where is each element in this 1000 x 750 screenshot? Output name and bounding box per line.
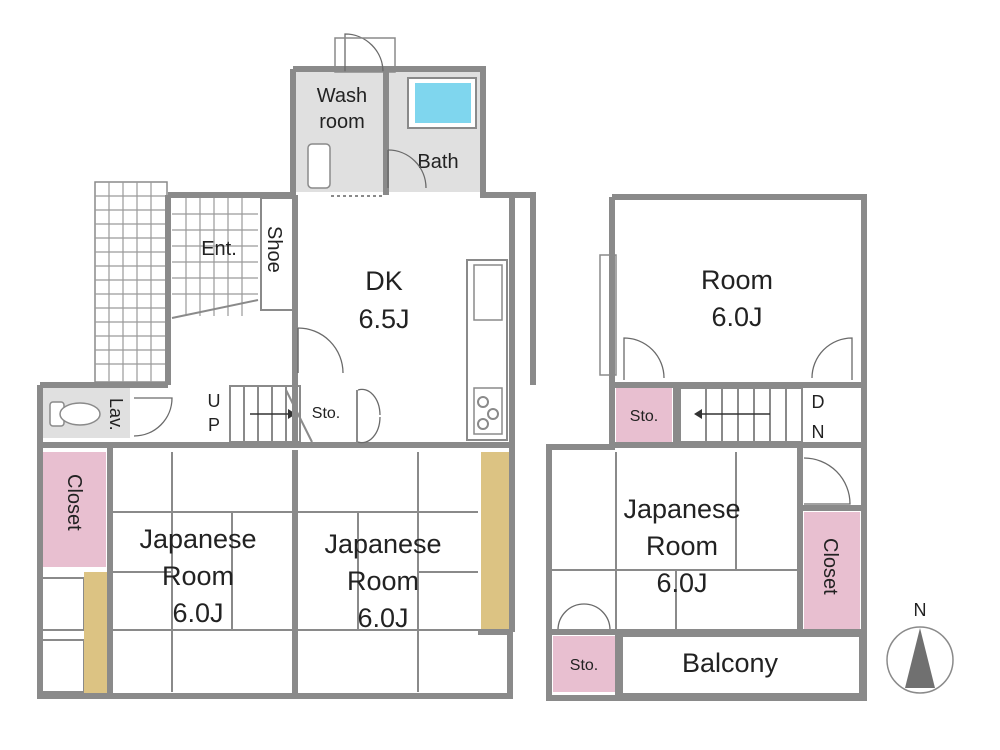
room-upper-label: Room bbox=[701, 265, 773, 295]
japanese-room-1-label-room: Room bbox=[162, 561, 234, 591]
north-compass: N bbox=[886, 600, 954, 694]
storage-stairs: Sto. bbox=[285, 389, 358, 443]
wash-room: Wash room bbox=[295, 72, 385, 192]
closet-left-label: Closet bbox=[63, 474, 85, 531]
storage-stairs-label: Sto. bbox=[312, 405, 340, 422]
storage-balcony: Sto. bbox=[553, 636, 615, 692]
wood-floor-strip bbox=[481, 452, 509, 632]
bath: Bath bbox=[388, 72, 480, 192]
balcony: Balcony bbox=[621, 635, 861, 695]
closet-right-label: Closet bbox=[819, 538, 841, 595]
japanese-room-3-size: 6.0J bbox=[656, 568, 707, 598]
room-upper-size: 6.0J bbox=[711, 302, 762, 332]
wash-room-label-line1: Wash bbox=[317, 85, 367, 107]
stairs-up: U P bbox=[208, 385, 301, 443]
japanese-room-3: Japanese Room 6.0J bbox=[552, 452, 800, 631]
japanese-room-1: Japanese Room 6.0J bbox=[112, 452, 292, 692]
stairs-down: D N bbox=[679, 387, 825, 443]
dk-label: DK bbox=[365, 266, 403, 296]
stairs-up-label-u: U bbox=[208, 391, 221, 411]
japanese-room-3-label-room: Room bbox=[646, 531, 718, 561]
first-floor: Wash room Bath Ent. Shoe bbox=[37, 33, 536, 699]
japanese-room-3-label: Japanese bbox=[623, 494, 740, 524]
stairs-down-label-n: N bbox=[812, 422, 825, 442]
wash-room-label-line2: room bbox=[319, 111, 365, 133]
entrance-porch bbox=[94, 181, 168, 383]
storage-upper-label: Sto. bbox=[630, 408, 658, 425]
washbasin-icon bbox=[307, 143, 331, 189]
stairs-down-label-d: D bbox=[812, 392, 825, 412]
doors-first-floor bbox=[133, 33, 427, 444]
dk-size-label: 6.5J bbox=[358, 304, 409, 334]
japanese-room-2-label-room: Room bbox=[347, 566, 419, 596]
second-floor: Room 6.0J Sto. D N Japanese Room 6.0J bbox=[546, 194, 867, 701]
storage-unit-small bbox=[41, 577, 85, 631]
entrance: Ent. bbox=[171, 198, 259, 319]
japanese-room-1-size: 6.0J bbox=[172, 598, 223, 628]
entrance-label: Ent. bbox=[201, 238, 237, 260]
lavatory: Lav. bbox=[42, 388, 130, 438]
japanese-room-2-size: 6.0J bbox=[357, 603, 408, 633]
storage-balcony-label: Sto. bbox=[570, 657, 598, 674]
dk-room: DK 6.5J bbox=[358, 259, 508, 441]
bath-label: Bath bbox=[417, 151, 458, 173]
japanese-room-2: Japanese Room 6.0J bbox=[298, 452, 478, 692]
room-upper: Room 6.0J bbox=[599, 254, 853, 380]
shoe-cabinet: Shoe bbox=[260, 197, 294, 311]
balcony-label: Balcony bbox=[682, 648, 779, 678]
shoe-label: Shoe bbox=[263, 226, 285, 273]
north-label: N bbox=[914, 600, 927, 620]
toilet-icon bbox=[59, 402, 101, 426]
closet-right: Closet bbox=[804, 512, 860, 630]
sink-icon bbox=[473, 264, 503, 321]
storage-upper: Sto. bbox=[616, 388, 672, 442]
stairs-up-label-p: P bbox=[208, 415, 220, 435]
japanese-room-1-label: Japanese bbox=[139, 524, 256, 554]
closet-left: Closet bbox=[42, 452, 106, 567]
storage-unit-small bbox=[41, 639, 85, 693]
japanese-room-2-label: Japanese bbox=[324, 529, 441, 559]
wood-floor-strip bbox=[84, 572, 108, 694]
lavatory-label: Lav. bbox=[106, 398, 126, 431]
